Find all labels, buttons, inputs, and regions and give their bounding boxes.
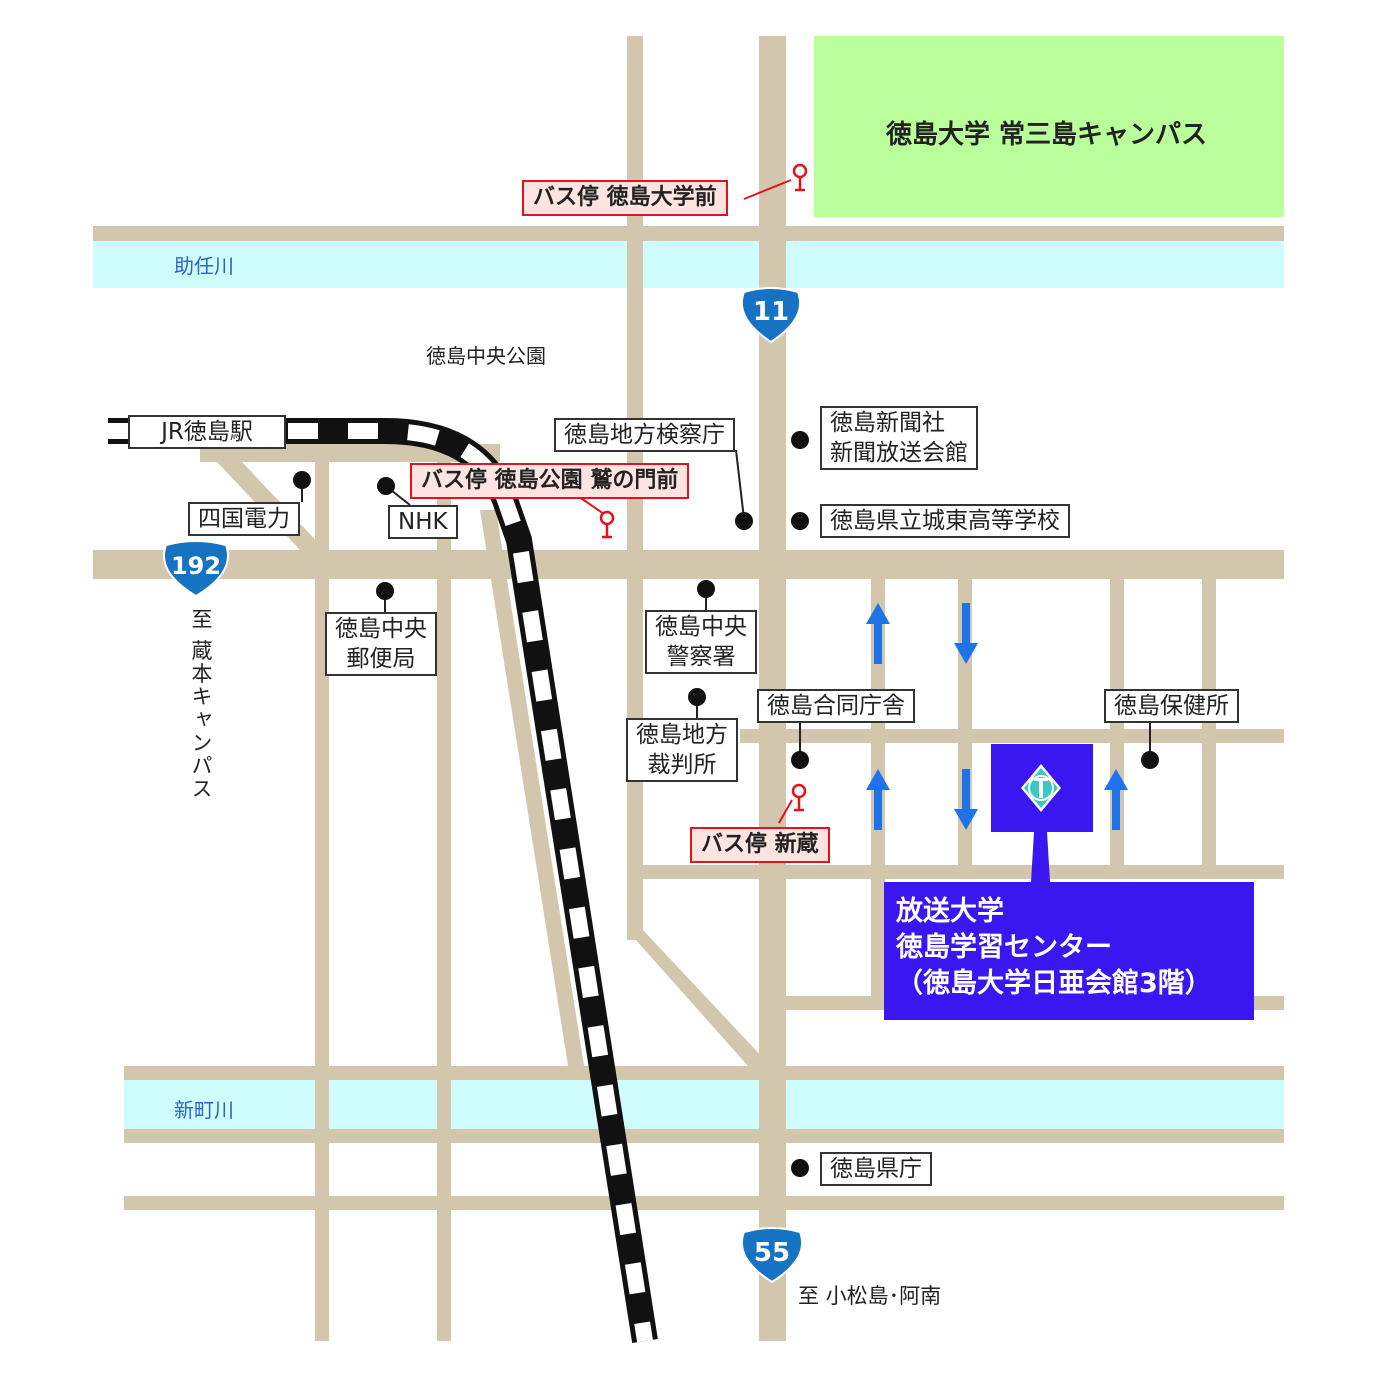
route-192-label: 192 [170, 552, 222, 580]
landmark-dots [293, 431, 1159, 1177]
bus-stop-daigaku-mae: バス停 徳島大学前 [522, 180, 728, 216]
landmark-police: 徳島中央 警察署 [645, 610, 757, 674]
dot-police [697, 580, 715, 598]
arrow-down-icon [954, 603, 978, 664]
arrow-up-icon [866, 603, 890, 664]
campus-area [814, 36, 1284, 217]
dot-nhk [377, 477, 395, 495]
river-suke-label: 助任川 [174, 254, 234, 278]
learning-center-callout: 放送大学 徳島学習センター （徳島大学日亜会館3階） [884, 882, 1254, 1020]
landmark-shimbun-line1: 徳島新聞社 [830, 410, 945, 436]
landmark-kensatsu: 徳島地方検察庁 [554, 418, 735, 452]
landmark-post: 徳島中央 郵便局 [325, 612, 437, 676]
river-suke [93, 240, 1284, 288]
dot-joto [791, 512, 809, 530]
arrow-up-icon [866, 769, 890, 830]
station-label: JR徳島駅 [128, 415, 286, 449]
bus-pin-shinkura-icon [791, 783, 807, 812]
landmark-court: 徳島地方 裁判所 [626, 718, 738, 782]
landmark-shimbun: 徳島新聞社 新聞放送会館 [820, 406, 978, 470]
landmark-godo: 徳島合同庁舎 [757, 689, 915, 723]
route-55-shield-icon [740, 1227, 804, 1284]
learning-center-line1: 放送大学 [896, 896, 1004, 927]
landmark-kencho: 徳島県庁 [820, 1152, 932, 1186]
dot-yonden [293, 471, 311, 489]
landmark-hokenjo: 徳島保健所 [1104, 689, 1239, 723]
park-label: 徳島中央公園 [426, 344, 546, 368]
destination-south: 至 小松島･阿南 [798, 1284, 942, 1308]
dot-kensatsu [735, 512, 753, 530]
learning-center-pointer [1031, 832, 1050, 882]
landmark-shimbun-line2: 新聞放送会館 [830, 440, 968, 466]
one-way-arrows [866, 603, 1128, 830]
route-11-shield-icon [740, 287, 802, 344]
bus-stop-pins [599, 163, 808, 812]
landmark-police-line2: 警察署 [666, 644, 736, 670]
dot-shimbun [791, 431, 809, 449]
bus-pin-daigaku-icon [792, 163, 808, 192]
route-11-label: 11 [752, 297, 790, 327]
route-192-shield-icon [163, 540, 229, 598]
bus-stop-koen: バス停 徳島公園 鷲の門前 [410, 463, 690, 499]
dot-hokenjo [1141, 751, 1159, 769]
landmark-yonden: 四国電力 [188, 502, 300, 536]
dot-kencho [791, 1159, 809, 1177]
learning-center-line2: 徳島学習センター [896, 932, 1112, 963]
dot-post [376, 582, 394, 600]
landmark-court-line1: 徳島地方 [636, 722, 728, 748]
bus-stop-shinkura: バス停 新蔵 [690, 827, 830, 863]
landmark-post-line1: 徳島中央 [335, 616, 427, 642]
learning-center-line3: （徳島大学日亜会館3階） [896, 968, 1212, 999]
dot-court [688, 688, 706, 706]
landmark-police-line1: 徳島中央 [655, 614, 747, 640]
landmark-joto: 徳島県立城東高等学校 [820, 504, 1070, 538]
landmark-post-line2: 郵便局 [346, 646, 416, 672]
arrow-down-icon [954, 769, 978, 830]
landmark-court-line2: 裁判所 [647, 752, 717, 778]
river-shinmachi-label: 新町川 [174, 1098, 234, 1122]
railway-track [108, 418, 658, 1344]
arrow-up-icon [1104, 769, 1128, 830]
campus-label: 徳島大学 常三島キャンパス [886, 120, 1208, 150]
river-shinmachi [124, 1079, 1284, 1129]
dot-godo [791, 751, 809, 769]
landmark-nhk: NHK [388, 505, 458, 539]
destination-kuramoto: 至 蔵本キャンパス [189, 608, 213, 801]
bus-pin-koen-icon [599, 510, 615, 539]
route-55-label: 55 [753, 1238, 791, 1268]
open-university-logo-icon [1021, 764, 1061, 812]
